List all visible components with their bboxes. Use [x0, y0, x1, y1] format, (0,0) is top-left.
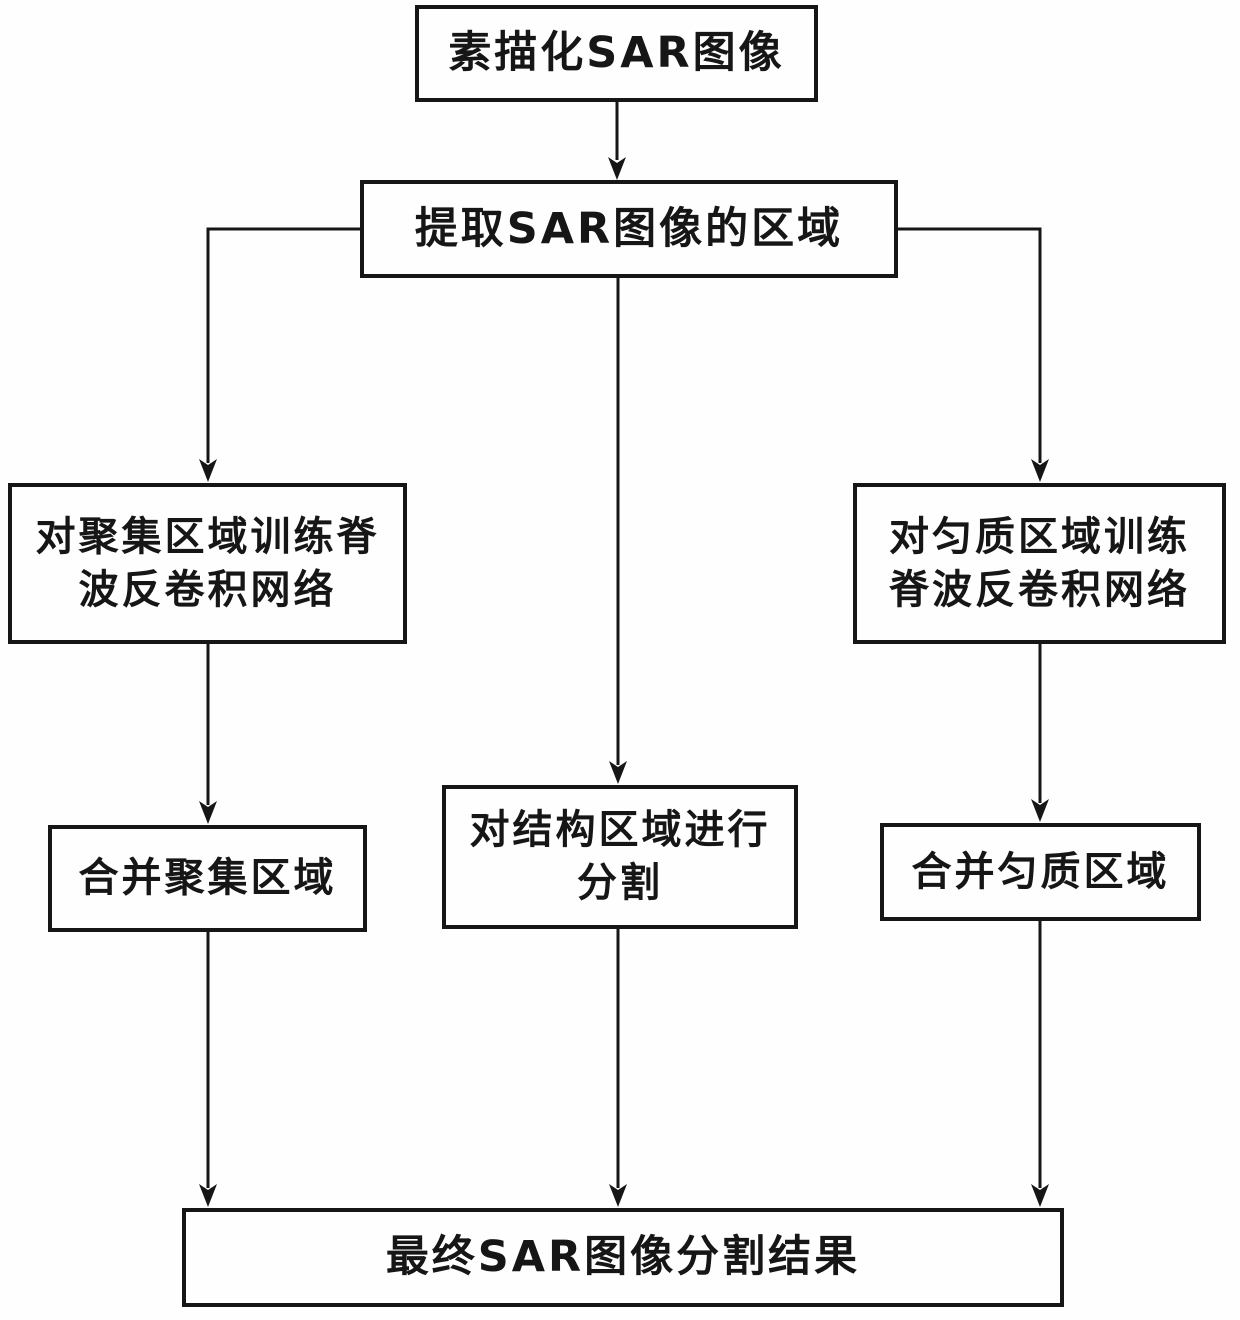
node-train-ridgelet-deconv-homogeneous: 对匀质区域训练脊波反卷积网络	[853, 483, 1226, 644]
node-train-ridgelet-deconv-homogeneous-label: 对匀质区域训练脊波反卷积网络	[889, 513, 1190, 613]
arrowhead-sketch-to-extract	[608, 157, 626, 180]
arrowhead-extract-to-train-homogeneous	[1031, 459, 1049, 482]
arrowhead-extract-to-train-aggregate	[199, 459, 217, 482]
arrowhead-merge-aggregate-to-final	[199, 1184, 217, 1207]
node-train-ridgelet-deconv-aggregate-label: 对聚集区域训练脊波反卷积网络	[35, 513, 380, 613]
arrowhead-segment-structure-to-final	[609, 1184, 627, 1207]
node-merge-aggregate-regions: 合并聚集区域	[48, 825, 367, 932]
node-merge-aggregate-regions-label: 合并聚集区域	[78, 855, 337, 902]
node-final-segmentation-result-label: 最终SAR图像分割结果	[385, 1232, 861, 1283]
node-segment-structure-regions-label: 对结构区域进行分割	[469, 807, 771, 906]
node-sketch-sar-image: 素描化SAR图像	[415, 5, 818, 102]
node-final-segmentation-result: 最终SAR图像分割结果	[182, 1208, 1064, 1307]
node-segment-structure-regions: 对结构区域进行分割	[442, 785, 798, 929]
node-merge-homogeneous-regions-label: 合并匀质区域	[911, 848, 1170, 895]
node-merge-homogeneous-regions: 合并匀质区域	[880, 823, 1201, 921]
connector-extract-to-train-aggregate	[206, 227, 360, 463]
node-extract-sar-regions: 提取SAR图像的区域	[360, 180, 898, 278]
arrowhead-train-homogeneous-to-merge-homogeneous	[1031, 799, 1049, 822]
arrowhead-extract-to-segment-structure	[609, 761, 627, 784]
node-train-ridgelet-deconv-aggregate: 对聚集区域训练脊波反卷积网络	[8, 483, 407, 644]
arrowhead-merge-homogeneous-to-final	[1031, 1184, 1049, 1207]
arrowhead-train-aggregate-to-merge-aggregate	[199, 801, 217, 824]
node-extract-sar-regions-label: 提取SAR图像的区域	[414, 203, 844, 254]
connector-extract-to-train-homogeneous	[898, 227, 1042, 463]
node-sketch-sar-image-label: 素描化SAR图像	[448, 28, 785, 79]
